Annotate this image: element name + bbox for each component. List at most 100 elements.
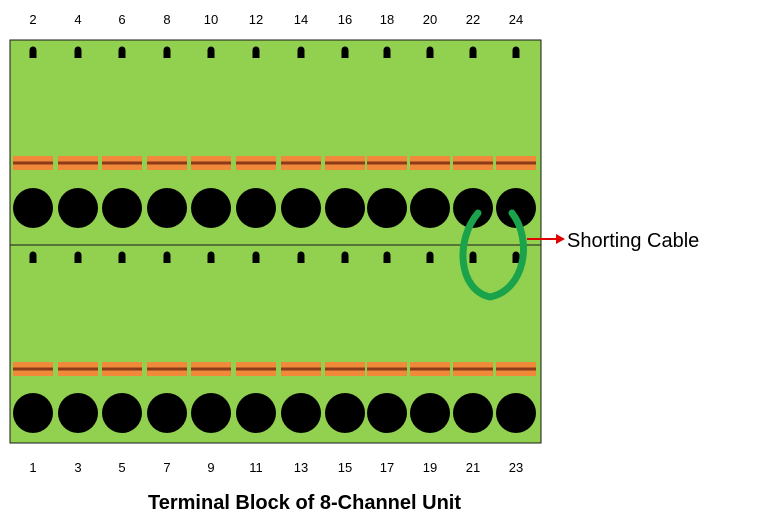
pin-label: 7 [163, 460, 170, 475]
screw-terminal [496, 188, 536, 228]
pin-label: 21 [466, 460, 480, 475]
wire-entry-slot [207, 46, 215, 58]
wire-entry-slot [512, 251, 520, 263]
clamp-stripe [410, 161, 450, 165]
screw-terminal [191, 393, 231, 433]
screw-terminal [367, 188, 407, 228]
pin-label: 15 [338, 460, 352, 475]
screw-terminal [236, 393, 276, 433]
screw-terminal [102, 393, 142, 433]
wire-entry-slot [118, 251, 126, 263]
pin-label: 1 [29, 460, 36, 475]
clamp-stripe [496, 161, 536, 165]
clamp-stripe [453, 161, 493, 165]
pin-label: 19 [423, 460, 437, 475]
wire-entry-slot [163, 46, 171, 58]
screw-terminal [102, 188, 142, 228]
screw-terminal [496, 393, 536, 433]
pin-label: 11 [249, 460, 263, 475]
pin-label: 13 [294, 460, 308, 475]
upper-clamps [13, 156, 536, 170]
clamp-stripe [236, 161, 276, 165]
wire-entry-slot [297, 46, 305, 58]
clamp-stripe [147, 367, 187, 371]
wire-entry-slot [207, 251, 215, 263]
wire-entry-slot [426, 46, 434, 58]
pin-label: 24 [509, 12, 523, 27]
pin-label: 8 [163, 12, 170, 27]
clamp-stripe [325, 367, 365, 371]
pin-label: 3 [74, 460, 81, 475]
screw-terminal [13, 393, 53, 433]
wire-entry-slot [426, 251, 434, 263]
screw-terminal [147, 393, 187, 433]
shorting-cable [459, 209, 527, 301]
pin-label: 22 [466, 12, 480, 27]
screw-terminal [367, 393, 407, 433]
clamp-stripe [453, 367, 493, 371]
screw-terminal [281, 393, 321, 433]
pin-label: 23 [509, 460, 523, 475]
wire-entry-slot [163, 251, 171, 263]
clamp-stripe [281, 161, 321, 165]
wire-entry-slot [74, 46, 82, 58]
wire-entry-slot [341, 251, 349, 263]
pin-label: 14 [294, 12, 308, 27]
pin-label: 5 [118, 460, 125, 475]
clamp-stripe [191, 161, 231, 165]
pin-label: 17 [380, 460, 394, 475]
diagram-caption: Terminal Block of 8-Channel Unit [148, 492, 461, 514]
clamp-stripe [410, 367, 450, 371]
clamp-stripe [13, 161, 53, 165]
wire-entry-slot [469, 251, 477, 263]
screw-terminal [58, 188, 98, 228]
screw-terminal [325, 188, 365, 228]
clamp-stripe [367, 367, 407, 371]
pin-label: 18 [380, 12, 394, 27]
clamp-stripe [496, 367, 536, 371]
upper-screws [13, 188, 536, 228]
screw-terminal [191, 188, 231, 228]
wire-entry-slot [29, 251, 37, 263]
wire-entry-slot [341, 46, 349, 58]
screw-terminal [13, 188, 53, 228]
wire-entry-slot [29, 46, 37, 58]
screw-terminal [236, 188, 276, 228]
clamp-stripe [325, 161, 365, 165]
screw-terminal [325, 393, 365, 433]
clamp-stripe [147, 161, 187, 165]
wire-entry-slot [512, 46, 520, 58]
wire-entry-slot [469, 46, 477, 58]
callout-label: Shorting Cable [567, 230, 699, 252]
screw-terminal [147, 188, 187, 228]
pin-label: 20 [423, 12, 437, 27]
clamp-stripe [236, 367, 276, 371]
wire-entry-slot [383, 251, 391, 263]
upper-slots [29, 46, 520, 58]
pin-label: 2 [29, 12, 36, 27]
clamp-stripe [281, 367, 321, 371]
wire-entry-slot [252, 251, 260, 263]
pin-label: 12 [249, 12, 263, 27]
screw-terminal [453, 393, 493, 433]
pin-label: 16 [338, 12, 352, 27]
lower-clamps [13, 362, 536, 376]
lower-slots [29, 251, 520, 263]
wire-entry-slot [383, 46, 391, 58]
screw-terminal [410, 188, 450, 228]
pin-label: 9 [207, 460, 214, 475]
clamp-stripe [102, 367, 142, 371]
clamp-stripe [102, 161, 142, 165]
clamp-stripe [191, 367, 231, 371]
clamp-stripe [13, 367, 53, 371]
wire-entry-slot [74, 251, 82, 263]
wire-entry-slot [118, 46, 126, 58]
screw-terminal [453, 188, 493, 228]
clamp-stripe [58, 161, 98, 165]
wire-entry-slot [252, 46, 260, 58]
clamp-stripe [367, 161, 407, 165]
wire-entry-slot [297, 251, 305, 263]
screw-terminal [281, 188, 321, 228]
